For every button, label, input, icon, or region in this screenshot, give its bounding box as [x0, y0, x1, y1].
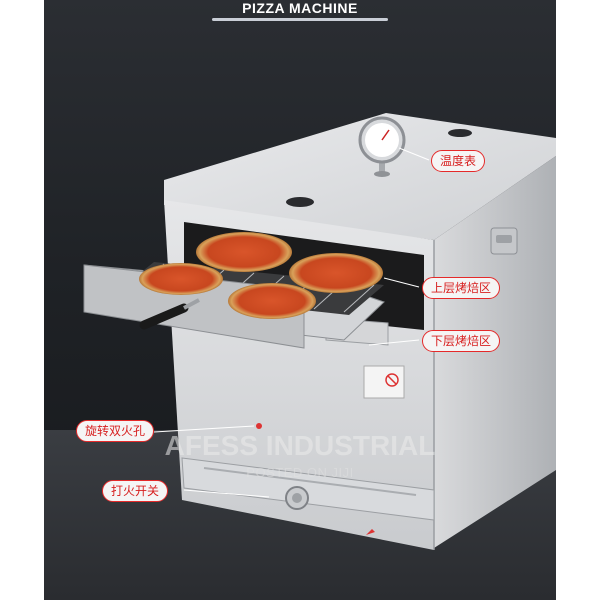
callout-thermometer: 温度表 — [431, 150, 486, 172]
product-title: PIZZA MACHINE — [242, 0, 358, 16]
callout-lower-zone: 下层烤焙区 — [422, 330, 501, 352]
top-vent-hole — [286, 197, 314, 207]
pizza — [196, 232, 292, 272]
pizza — [289, 253, 383, 293]
oven-illustration — [83, 113, 556, 550]
brand-mark — [366, 529, 375, 535]
oven-side — [434, 156, 556, 548]
pizza-oven-photo: PIZZA MACHINE — [44, 0, 556, 600]
callout-ignition: 打火开关 — [102, 480, 169, 502]
title-underline — [212, 18, 388, 21]
pizza — [228, 283, 316, 319]
callout-burner: 旋转双火孔 — [76, 420, 155, 442]
ignition-knob — [285, 486, 309, 510]
pizza — [139, 263, 223, 295]
callout-upper-zone: 上层烤焙区 — [422, 277, 501, 299]
burner-hole — [256, 423, 262, 429]
oven-top — [164, 113, 556, 240]
warning-sticker — [363, 365, 405, 399]
top-vent-hole — [448, 129, 472, 137]
side-handle — [490, 227, 518, 255]
watermark-company: AFESS INDUSTRIAL — [164, 430, 436, 461]
thermometer — [358, 116, 406, 177]
watermark-source: POSTED ON JIJI — [246, 465, 354, 480]
tray-handle — [139, 298, 200, 330]
